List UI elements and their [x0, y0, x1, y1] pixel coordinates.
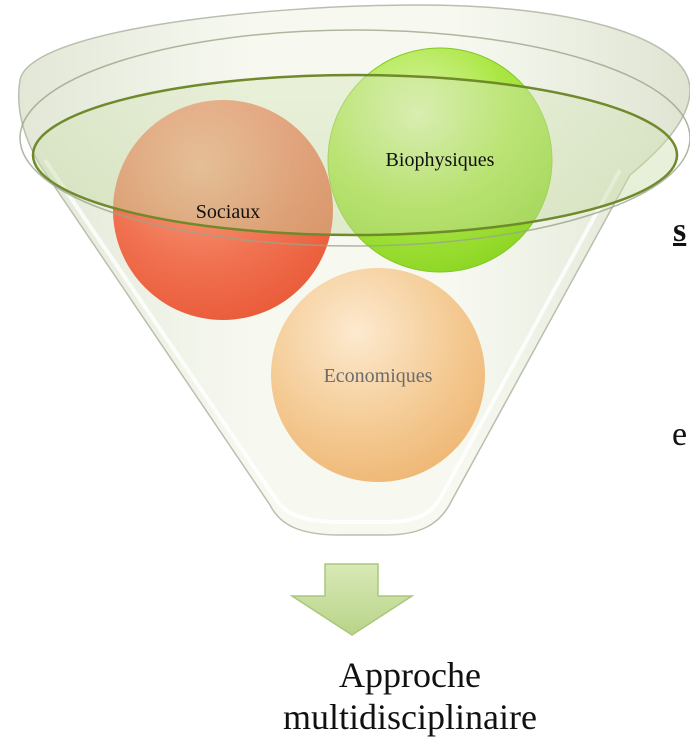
funnel-rim-outer [19, 29, 690, 247]
output-label-line-2: multidisciplinaire [283, 697, 537, 737]
down-arrow-icon [289, 563, 415, 636]
funnel-highlight [43, 158, 622, 524]
label-biophysiques: Biophysiques [386, 149, 495, 171]
label-sociaux: Sociaux [196, 201, 260, 223]
clipped-background-letter: e [672, 418, 688, 452]
clipped-background-letter: s [673, 214, 687, 248]
circle-economiques [271, 268, 485, 482]
funnel-rim [31, 73, 679, 237]
label-economiques: Economiques [324, 365, 433, 387]
output-label-line-1: Approche [339, 655, 481, 695]
